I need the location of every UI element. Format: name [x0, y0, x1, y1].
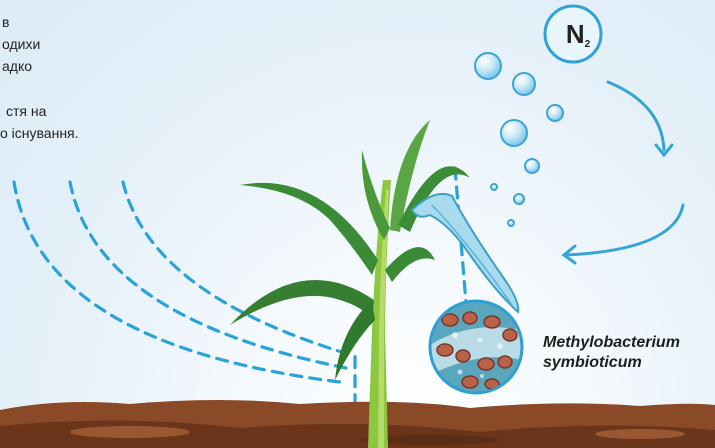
bacterium-cell: [497, 355, 513, 369]
bubble: [513, 193, 525, 205]
bacterium-cell: [455, 349, 471, 363]
bacterium-species: symbioticum: [543, 354, 642, 371]
plant-stem-highlight: [378, 190, 389, 448]
dashed-ray: [121, 180, 357, 420]
n2-letter: N: [565, 19, 585, 49]
leaf-vein: [431, 204, 513, 306]
bubbles: [474, 52, 564, 227]
n2-subscript: 2: [584, 39, 591, 51]
bubble: [500, 119, 528, 147]
leaf: [240, 182, 378, 275]
bacterium-cell: [436, 343, 454, 357]
nitrogen-cycle-arrows: [561, 80, 685, 265]
bubble: [524, 158, 540, 174]
intro-text-block: в одихи адко стя на о існування.: [0, 0, 130, 180]
cycle-arc-upper: [606, 80, 666, 152]
intro-text-line: адко: [2, 58, 33, 74]
leaf: [361, 150, 390, 240]
bacterium-cell: [477, 357, 495, 371]
bacterium-cell: [483, 315, 501, 329]
leaf: [230, 280, 374, 325]
dashed-ray: [68, 180, 348, 370]
bacterium-cell: [441, 313, 459, 327]
leaf: [385, 247, 435, 282]
corn-plant: [230, 120, 520, 448]
bacterium-cell: [461, 375, 479, 389]
bubble: [490, 183, 498, 191]
intro-text-line: о існування.: [0, 125, 79, 141]
microscope-view: [428, 299, 524, 395]
bacterium-cell: [462, 311, 478, 325]
soil: [0, 400, 715, 448]
intro-text-line: стя на: [6, 103, 47, 119]
cycle-arc-lower: [564, 203, 685, 257]
intro-text-line: одихи: [2, 36, 41, 52]
n2-molecule-circle: [543, 4, 603, 64]
bacterium-cell: [502, 328, 518, 342]
bacterium-caption: Methylobacterium symbioticum: [543, 333, 713, 373]
leaf: [335, 300, 375, 380]
leaf: [390, 120, 430, 232]
highlighted-leaf: [410, 192, 520, 314]
arrow-head-down: [654, 143, 674, 158]
n2-symbol: N2: [560, 19, 596, 51]
bubble: [546, 104, 564, 122]
dashed-ray: [12, 180, 342, 384]
bacterium-genus: Methylobacterium: [543, 334, 680, 351]
bubble: [474, 52, 502, 80]
intro-text-line: в: [2, 14, 10, 30]
arrow-head-left: [561, 244, 577, 265]
bubble: [507, 219, 515, 227]
bubble: [512, 72, 536, 96]
